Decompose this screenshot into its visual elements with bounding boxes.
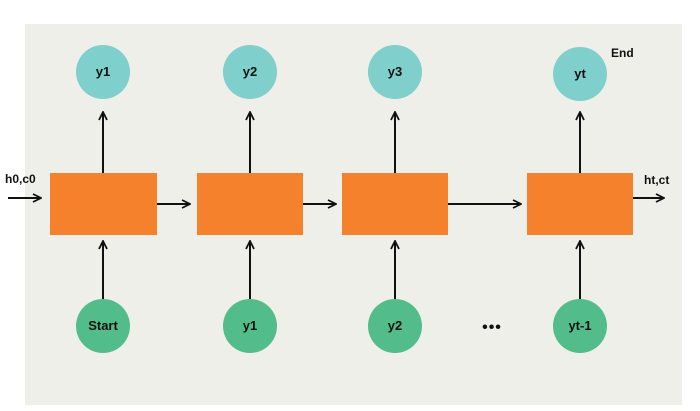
lstm-cell-3 [342, 173, 448, 235]
output-label-3: y3 [388, 64, 402, 79]
output-label-t: yt [574, 66, 586, 81]
output-node-1 [76, 45, 130, 99]
lstm-cell-2 [197, 173, 303, 235]
input-label-2: y1 [243, 318, 257, 333]
output-label-1: y1 [96, 64, 110, 79]
output-node-2 [223, 45, 277, 99]
initial-state-label: h0,c0 [5, 172, 36, 186]
final-state-label: ht,ct [644, 173, 669, 187]
input-node-t [553, 299, 607, 353]
input-label-t: yt-1 [568, 318, 591, 333]
ellipsis: ••• [482, 319, 502, 336]
input-label-3: y2 [388, 318, 402, 333]
input-node-3 [368, 299, 422, 353]
output-label-2: y2 [243, 64, 257, 79]
output-node-3 [368, 45, 422, 99]
lstm-cell-1 [50, 173, 157, 235]
input-node-2 [223, 299, 277, 353]
output-node-t [553, 47, 607, 101]
end-label: End [611, 46, 634, 60]
input-node-1 [76, 299, 130, 353]
lstm-cell-t [527, 173, 633, 235]
input-label-1: Start [88, 318, 118, 333]
